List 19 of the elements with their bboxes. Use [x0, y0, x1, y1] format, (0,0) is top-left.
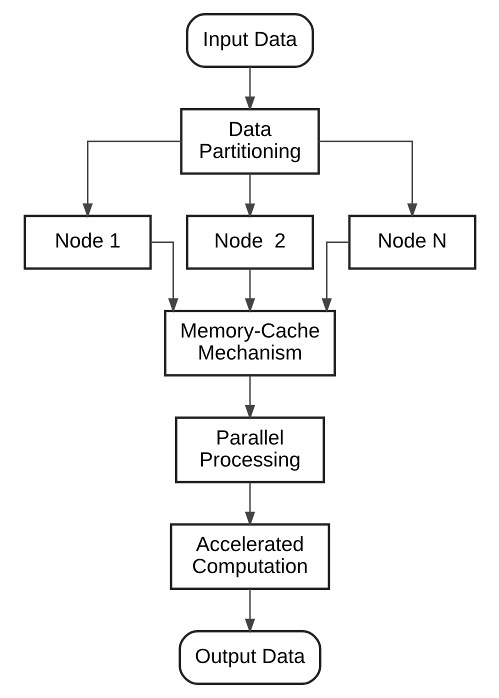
node-box: Node 1: [23, 214, 152, 270]
arrow: [244, 482, 255, 526]
arrow: [150, 242, 178, 313]
arrow: [82, 140, 181, 218]
arrow: [321, 242, 349, 313]
node-box: Data Partitioning: [180, 108, 320, 175]
node-box: Output Data: [178, 630, 321, 685]
node-box: Accelerated Computation: [169, 523, 330, 590]
arrow: [244, 268, 255, 313]
node-box: Parallel Processing: [174, 416, 324, 484]
arrow: [244, 67, 255, 112]
node-box: Node N: [348, 214, 476, 270]
arrow: [244, 376, 255, 420]
arrow: [244, 589, 255, 634]
arrow: [244, 174, 255, 218]
node-box: Node 2: [185, 214, 314, 270]
arrow: [318, 140, 417, 218]
node-box: Memory-Cache Mechanism: [164, 310, 336, 376]
node-box: Input Data: [185, 13, 314, 68]
